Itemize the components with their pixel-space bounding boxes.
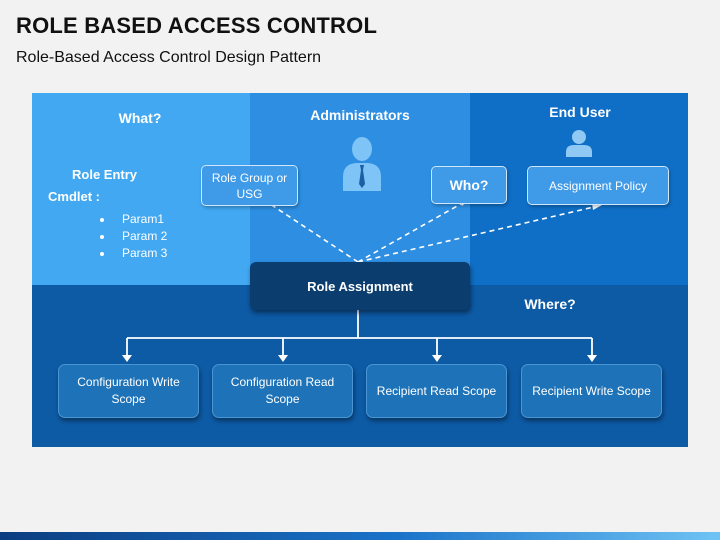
page-subtitle: Role-Based Access Control Design Pattern	[16, 49, 322, 66]
role-group-box: Role Group or USG	[201, 165, 298, 206]
configuration-write-scope-box: Configuration Write Scope	[58, 364, 199, 418]
recipient-write-scope-box: Recipient Write Scope	[521, 364, 662, 418]
param-item: Param1	[100, 211, 167, 228]
param-list: Param1 Param 2 Param 3	[100, 211, 167, 262]
end-user-heading: End User	[549, 104, 611, 120]
configuration-read-scope-box: Configuration Read Scope	[212, 364, 353, 418]
param-item: Param 3	[100, 245, 167, 262]
who-box: Who?	[431, 166, 507, 204]
footer-bar	[0, 532, 720, 540]
role-assignment-box: Role Assignment	[250, 262, 470, 310]
page-title: ROLE BASED ACCESS CONTROL	[16, 13, 378, 38]
role-entry-label: Role Entry	[72, 167, 138, 182]
assignment-policy-box: Assignment Policy	[527, 166, 669, 205]
what-heading: What?	[118, 110, 162, 126]
param-item: Param 2	[100, 228, 167, 245]
where-heading: Where?	[524, 296, 576, 312]
cmdlet-label: Cmdlet :	[48, 189, 100, 204]
recipient-read-scope-box: Recipient Read Scope	[366, 364, 507, 418]
administrators-heading: Administrators	[310, 107, 410, 123]
